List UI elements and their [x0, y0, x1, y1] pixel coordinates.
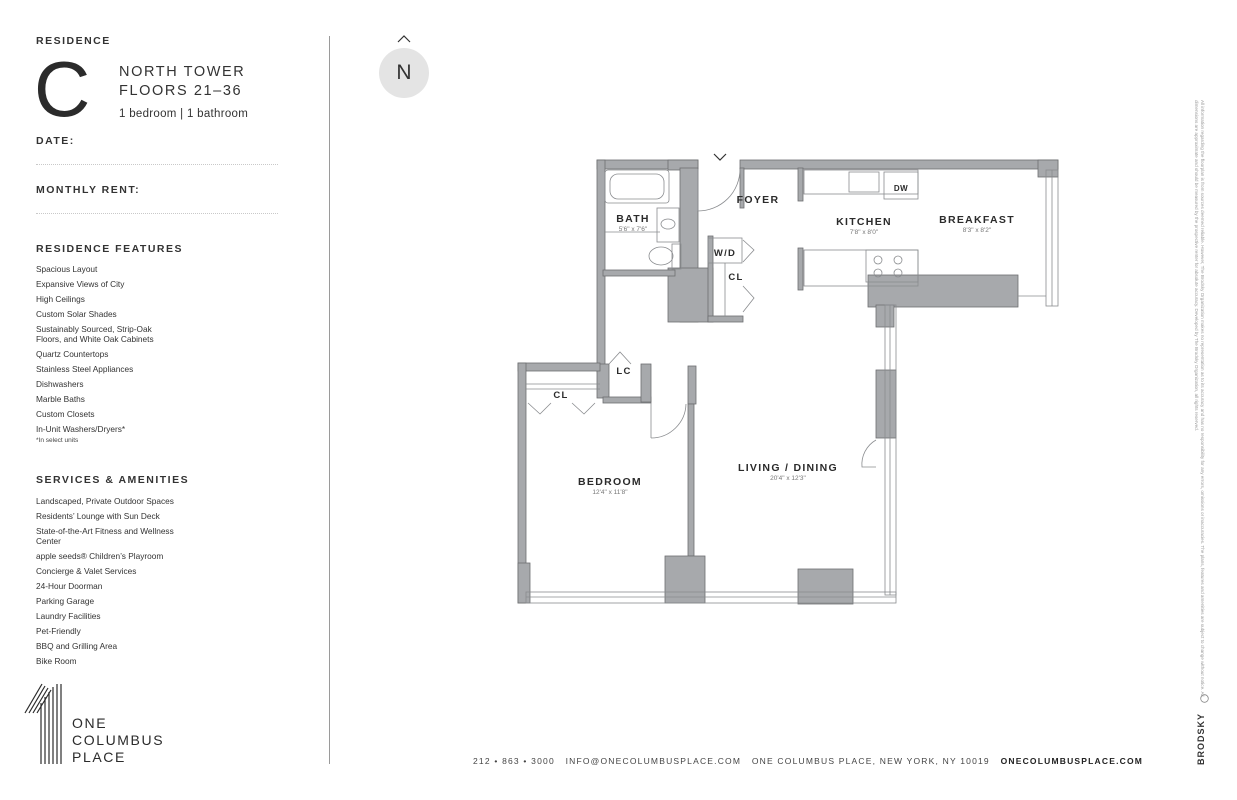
residence-label: RESIDENCE [36, 35, 111, 47]
features-heading: RESIDENCE FEATURES [36, 243, 183, 255]
room-kitchen-label: KITCHEN [836, 216, 892, 228]
feature-item: Quartz Countertops [36, 349, 109, 359]
floor-range: FLOORS 21–36 [119, 83, 243, 99]
panel-divider [329, 36, 330, 764]
copyright-icon [1200, 694, 1209, 703]
compass-circle: N [379, 48, 429, 98]
footer-address: ONE COLUMBUS PLACE, NEW YORK, NY 10019 [751, 756, 990, 766]
room-living-dining-label: LIVING / DINING [737, 462, 838, 474]
feature-item: In-Unit Washers/Dryers* [36, 424, 126, 434]
feature-item: Expansive Views of City [36, 279, 125, 289]
compass-north: N [396, 61, 412, 84]
footer-phone: 212 • 863 • 3000 [473, 756, 555, 766]
room-linen-closet-label: LC [616, 366, 632, 377]
amenity-item: apple seeds® Children’s Playroom [36, 551, 164, 561]
feature-item: Spacious Layout [36, 264, 98, 274]
feature-item: Marble Baths [36, 394, 85, 404]
feature-item: Stainless Steel Appliances [36, 364, 134, 374]
logo-line-one: ONE [72, 715, 108, 731]
rent-field-line [36, 213, 278, 214]
entry-chevron-icon [713, 153, 727, 161]
feature-item: Custom Solar Shades [36, 309, 117, 319]
chevron-up-icon [397, 35, 411, 43]
features-footnote: *In select units [36, 437, 79, 444]
features-list: Spacious Layout Expansive Views of City … [36, 262, 176, 437]
tower-name: NORTH TOWER [119, 64, 246, 80]
room-bedroom-dim: 12'4" x 11'8" [592, 489, 628, 496]
feature-item: Sustainably Sourced, Strip-Oak Floors, a… [36, 324, 154, 344]
room-breakfast-dim: 8'3" x 8'2" [962, 227, 992, 234]
feature-item: Custom Closets [36, 409, 95, 419]
room-bath-dim: 5'6" x 7'6" [618, 226, 648, 233]
date-field-line [36, 164, 278, 165]
dishwasher-label: DW [893, 184, 909, 193]
legal-disclaimer: All information regarding the floorplan … [1194, 100, 1205, 697]
date-label: DATE: [36, 135, 75, 147]
plan-windows [525, 169, 1059, 604]
room-breakfast-label: BREAKFAST [939, 214, 1015, 226]
amenity-item: Pet-Friendly [36, 626, 81, 636]
footer-email[interactable]: INFO@ONECOLUMBUSPLACE.COM [565, 756, 742, 766]
unit-layout: 1 bedroom | 1 bathroom [119, 108, 249, 120]
logo-line-columbus: COLUMBUS [72, 732, 165, 748]
room-bath-label: BATH [616, 213, 650, 225]
room-closet-label: CL [728, 272, 744, 283]
contact-footer: 212 • 863 • 3000 INFO@ONECOLUMBUSPLACE.C… [473, 756, 1143, 766]
amenity-item: Bike Room [36, 656, 77, 666]
room-foyer-label: FOYER [736, 194, 780, 206]
room-kitchen-dim: 7'8" x 8'0" [849, 229, 879, 236]
amenity-item: BBQ and Grilling Area [36, 641, 118, 651]
plan-doors [527, 168, 877, 468]
residence-letter: C [34, 45, 91, 133]
logo-wordmark: ONE COLUMBUS PLACE [72, 715, 164, 766]
amenity-item: 24-Hour Doorman [36, 581, 103, 591]
amenity-item: Laundry Facilities [36, 611, 101, 621]
amenity-item: Concierge & Valet Services [36, 566, 137, 576]
logo-line-place: PLACE [72, 749, 126, 765]
feature-item: Dishwashers [36, 379, 84, 389]
room-bedroom-label: BEDROOM [578, 476, 642, 488]
feature-item: High Ceilings [36, 294, 85, 304]
amenities-list: Landscaped, Private Outdoor Spaces Resid… [36, 494, 186, 669]
footer-website-link[interactable]: ONECOLUMBUSPLACE.COM [1000, 756, 1144, 766]
room-living-dining-dim: 20'4" x 12'3" [770, 475, 806, 482]
room-bedroom-closet-label: CL [553, 390, 569, 401]
monthly-rent-label: MONTHLY RENT: [36, 184, 141, 196]
one-columbus-logo-icon [24, 683, 62, 764]
amenity-item: Residents’ Lounge with Sun Deck [36, 511, 160, 521]
brand-name: BRODSKY [1196, 712, 1206, 765]
plan-fixtures [526, 169, 919, 390]
amenity-item: Parking Garage [36, 596, 95, 606]
amenity-item: Landscaped, Private Outdoor Spaces [36, 496, 174, 506]
amenity-item: State-of-the-Art Fitness and Wellness Ce… [36, 526, 174, 546]
room-wd-label: W/D [713, 248, 737, 259]
amenities-heading: SERVICES & AMENITIES [36, 474, 190, 486]
